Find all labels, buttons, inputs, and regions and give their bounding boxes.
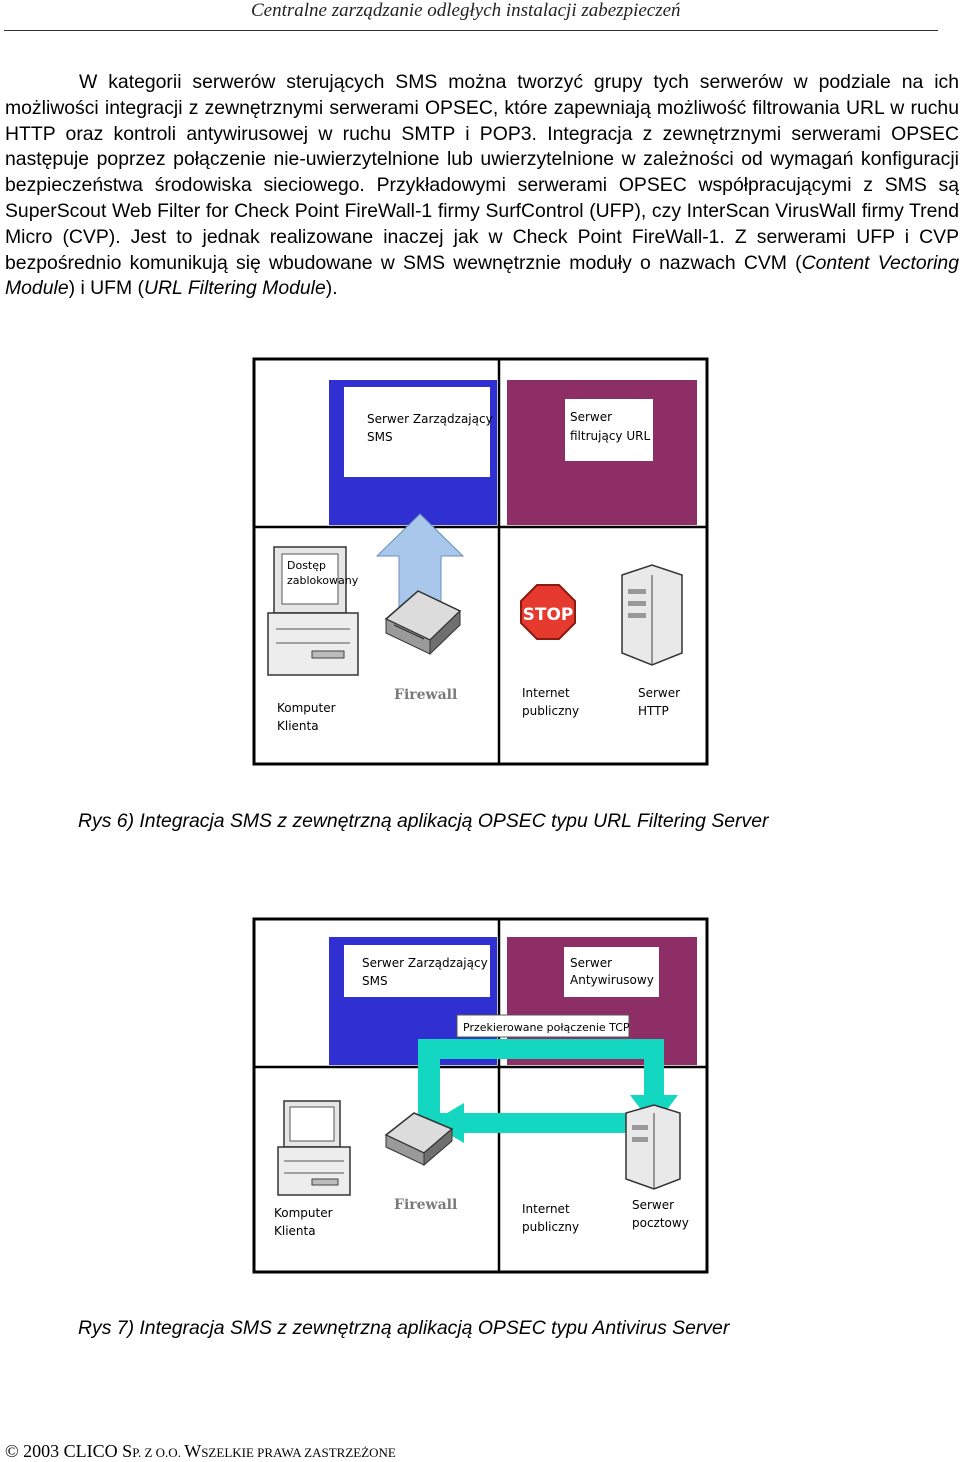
mail-server-label-1: Serwer [632,1198,674,1212]
footer-copyright: © 2003 CLICO S [5,1441,133,1461]
internet-2-label-1: Internet [522,1202,570,1216]
footer-rights-rest: SZELKIE PRAWA ZASTRZEŻONE [201,1445,396,1460]
body-text-main: W kategorii serwerów sterujących SMS moż… [5,71,959,274]
page-header: Centralne zarządzanie odległych instalac… [0,0,960,36]
sms-server-label-1: Serwer Zarządzający [367,412,493,426]
http-server-label-1: Serwer [638,686,680,700]
internet-2-label-2: publiczny [522,1220,579,1234]
figure-2-caption: Rys 7) Integracja SMS z zewnętrzną aplik… [78,1317,730,1339]
firewall-device-icon-2 [384,1112,454,1167]
client-label-2: Klienta [277,719,319,733]
url-filter-label-box [565,399,653,461]
screen-text-2: zablokowany [287,574,359,587]
internet-label-1: Internet [522,686,570,700]
firewall-2-label: Firewall [394,1197,457,1213]
screen-text-1: Dostęp [287,559,326,572]
http-server-label-2: HTTP [638,704,669,718]
antivirus-label-2: Antywirusowy [570,973,654,987]
url-filter-label-2: filtrujący URL [570,429,650,443]
tcp-redirect-label: Przekierowane połączenie TCP [463,1021,630,1034]
internet-label-2: publiczny [522,704,579,718]
sms-server-label-box [344,387,490,477]
mail-server-icon [625,1104,681,1190]
firewall-label: Firewall [394,687,457,703]
figure-2-diagram: Serwer Zarządzający SMS Serwer Antywirus… [252,917,709,1274]
page-footer: © 2003 CLICO SP. Z O.O. WSZELKIE PRAWA Z… [5,1441,396,1462]
tcp-redirect-label-box [456,1014,630,1038]
header-divider [4,30,938,31]
figure-1-caption: Rys 6) Integracja SMS z zewnętrzną aplik… [78,810,769,832]
mail-server-label-2: pocztowy [632,1216,689,1230]
figure-1-diagram: Serwer Zarządzający SMS Serwer filtrując… [252,357,709,766]
sms-server-2-label-1: Serwer Zarządzający [362,956,488,970]
stop-sign-icon: STOP [520,584,576,640]
footer-rights-initial: W [184,1441,202,1461]
footer-company-suffix: P. Z O.O. [132,1445,185,1460]
firewall-device-icon [384,590,462,656]
body-text-end: ). [325,277,338,300]
antivirus-label-box [564,947,659,997]
url-filter-label-1: Serwer [570,410,612,424]
figure-antivirus: Serwer Zarządzający SMS Serwer Antywirus… [252,917,712,1275]
figure-url-filtering: Serwer Zarządzający SMS Serwer filtrując… [252,357,712,767]
tcp-redirect-arrow-icon [418,1039,678,1143]
body-text-mid: ) i UFM ( [68,277,144,300]
antivirus-label-1: Serwer [570,956,612,970]
body-em-cvm: Content Vectoring Module [5,251,959,300]
client-2-label-2: Klienta [274,1224,316,1238]
http-server-icon [621,564,683,666]
body-paragraph: W kategorii serwerów sterujących SMS moż… [5,70,959,302]
client-computer-icon-2 [277,1100,351,1196]
client-2-label-1: Komputer [274,1206,333,1220]
client-computer-icon: Dostęp zablokowany [267,546,359,676]
body-em-ufm: URL Filtering Module [144,277,326,300]
header-title: Centralne zarządzanie odległych instalac… [251,0,681,21]
sms-server-2-label-2: SMS [362,974,388,988]
stop-sign-text: STOP [523,605,574,625]
sms-server-label-2: SMS [367,430,393,444]
sms-server-label-box-2 [344,945,490,997]
client-label-1: Komputer [277,701,336,715]
